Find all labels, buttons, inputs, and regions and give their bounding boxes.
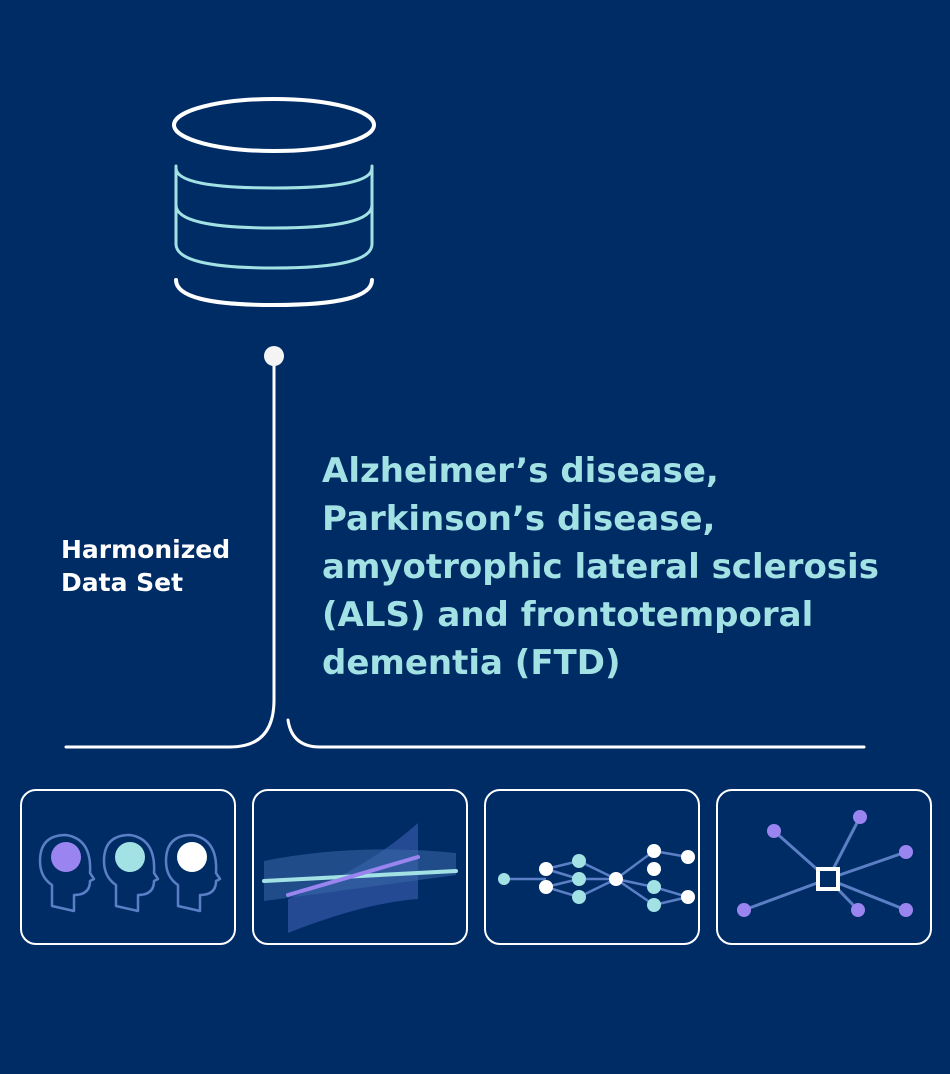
database-icon	[172, 97, 376, 308]
left-label-line: Data Set	[61, 568, 184, 597]
left-label-line: Harmonized	[61, 535, 231, 564]
diseases-line: amyotrophic lateral sclerosis	[322, 547, 879, 587]
connector-dot	[264, 346, 284, 366]
card-network	[484, 789, 700, 945]
diseases-line: Alzheimer’s disease,	[322, 451, 719, 491]
card-hub	[716, 789, 932, 945]
diseases-line: dementia (FTD)	[322, 643, 621, 683]
heads-cohort-icon	[38, 833, 222, 913]
diseases-line: Parkinson’s disease,	[322, 499, 716, 539]
harmonized-data-set-label: Harmonized Data Set	[61, 533, 230, 599]
card-heads	[20, 789, 236, 945]
diseases-line: (ALS) and frontotemporal	[322, 595, 814, 635]
regression-confidence-icon	[262, 823, 458, 933]
connector-bracket	[64, 354, 866, 749]
hub-network-icon	[737, 810, 913, 917]
card-regression	[252, 789, 468, 945]
diseases-label: Alzheimer’s disease, Parkinson’s disease…	[322, 447, 922, 687]
neural-network-icon	[498, 844, 695, 912]
